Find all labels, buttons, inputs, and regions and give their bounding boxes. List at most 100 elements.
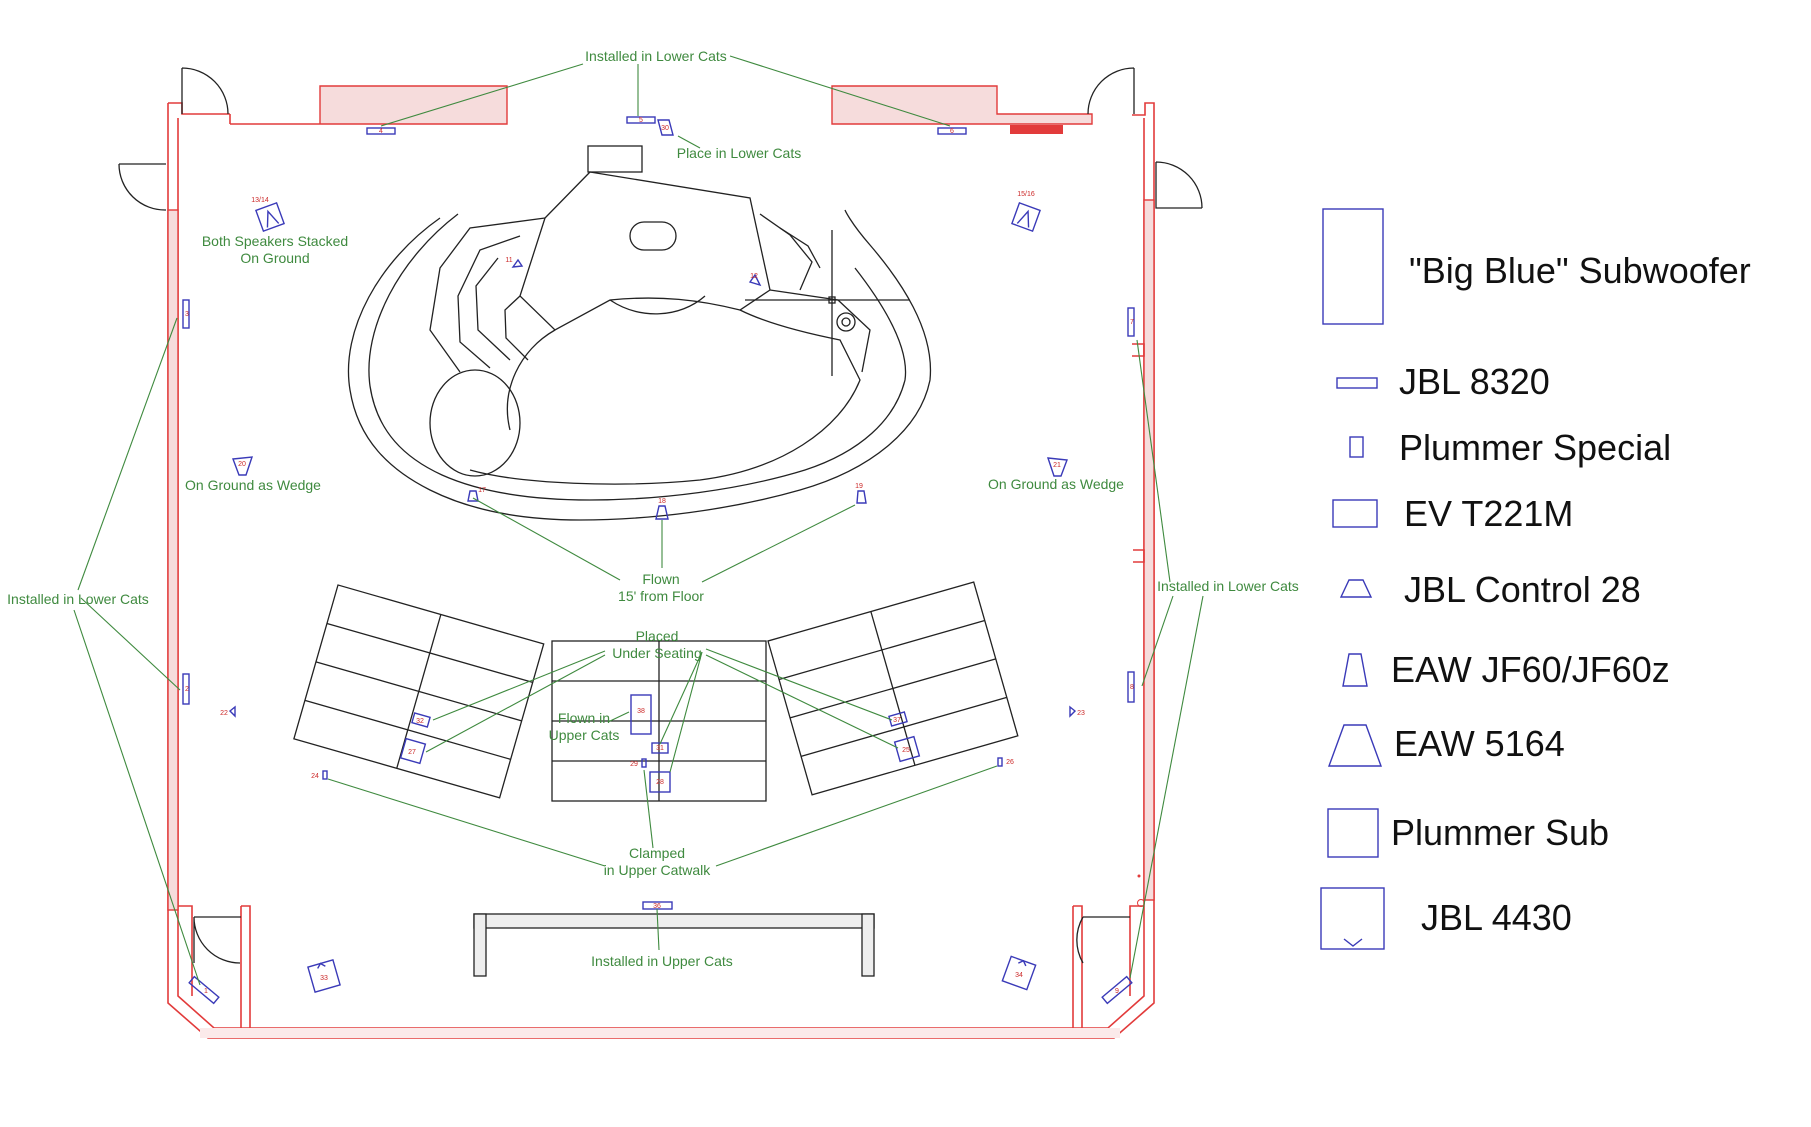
speaker-number-1314: 13/14 [251,197,269,204]
central-rock-set [347,145,932,521]
note-wedge-left: On Ground as Wedge [185,477,321,493]
legend-label: Plummer Sub [1391,812,1609,853]
plummer-special-speaker [322,770,328,780]
legend-item-jbl-8320: JBL 8320 [1336,361,1550,402]
legend-label: Plummer Special [1399,427,1671,468]
note-lower-cats-right: Installed in Lower Cats [1157,578,1299,594]
note-upper-cats: Installed in Upper Cats [591,953,733,969]
speaker-number-37: 37 [893,717,901,724]
jbl-4430-icon [1320,887,1385,950]
speaker-number-25: 25 [902,747,910,754]
speaker-number-33: 33 [320,975,328,982]
jbl-control-28-speaker [232,456,254,476]
legend-label: JBL Control 28 [1404,569,1641,610]
speaker-number-2: 2 [185,686,189,693]
jbl-8320-speaker [626,116,656,124]
big-blue-subwoofer-icon [1322,208,1384,325]
red-marker [1010,125,1063,134]
plummer-special-icon [1349,436,1364,458]
jbl-control-28-speaker [1069,705,1077,718]
legend-label: JBL 8320 [1399,361,1550,402]
plummer-sub-icon [1327,808,1379,858]
speaker-number-26: 26 [1006,759,1014,766]
plummer-special-speaker [182,299,190,329]
plummer-special-speaker [182,673,190,705]
legend-item-jbl-4430: JBL 4430 [1320,887,1572,950]
speaker-number-20: 20 [238,461,246,468]
speaker-number-36: 36 [653,903,661,910]
jbl-control-28-speaker [228,705,236,718]
note-placed-line1: Placed [636,628,679,644]
doors [118,67,1203,964]
speaker-number-29: 29 [630,761,638,768]
legend-item-eaw-5164: EAW 5164 [1327,723,1565,767]
plummer-special-speaker [1127,307,1135,337]
jbl-control-28-speaker [511,258,524,268]
note-wedge-right: On Ground as Wedge [988,476,1124,492]
eaw-jf60-icon [1342,653,1368,687]
speaker-number-32: 32 [416,718,424,725]
speaker-number-18: 18 [658,498,666,505]
jbl-8320-speaker [1101,975,1133,1005]
speaker-number-21: 21 [1053,462,1061,469]
legend-label: EAW JF60/JF60z [1391,649,1670,690]
seating-center [551,640,767,802]
ev-t221m-icon [1332,499,1378,528]
jbl-8320-speaker [188,975,220,1005]
note-placed-line2: Under Seating [612,645,702,661]
speaker-number-22: 22 [220,710,228,717]
eaw-5164-speaker [1011,202,1041,232]
speaker-number-34: 34 [1015,972,1023,979]
note-lower-cats-top: Installed in Lower Cats [585,48,727,64]
plummer-special-speaker [1127,671,1135,703]
eaw-jf60-speaker [856,490,867,504]
speaker-number-1: 1 [204,988,208,995]
big-blue-subwoofer-speaker [630,694,652,735]
speaker-number-38: 38 [637,708,645,715]
legend-item-big-blue-subwoofer: "Big Blue" Subwoofer [1322,208,1751,325]
note-flown-upper-line2: Upper Cats [549,727,620,743]
legend-item-plummer-sub: Plummer Sub [1327,808,1609,858]
speaker-number-8: 8 [1130,684,1134,691]
jbl-8320-speaker [937,127,967,135]
legend-item-eaw-jf60: EAW JF60/JF60z [1342,649,1670,690]
legend-item-jbl-control-28: JBL Control 28 [1339,569,1641,610]
room-walls [167,85,1155,1039]
jbl-control-28-icon [1339,579,1373,598]
seating-left [293,584,545,799]
note-flown-upper-line1: Flown in [558,710,610,726]
note-stacked-line2: On Ground [240,250,309,266]
speakers: 4 5 30 6 13/14 15/16 11 12 3 7 2 8 [182,116,1135,1005]
note-stacked-line1: Both Speakers Stacked [202,233,348,249]
jbl-8320-speaker [366,127,396,135]
speaker-number-12: 12 [750,273,758,280]
bottom-stage [473,913,875,977]
note-clamped-line1: Clamped [629,845,685,861]
legend-item-plummer-special: Plummer Special [1349,427,1671,468]
speaker-number-30: 30 [661,125,669,132]
note-flown-line1: Flown [642,571,679,587]
speaker-number-5: 5 [639,117,643,124]
speaker-number-28: 28 [656,779,664,786]
legend-label: JBL 4430 [1421,897,1572,938]
legend-item-ev-t221m: EV T221M [1332,493,1573,534]
speaker-number-9: 9 [1115,988,1119,995]
jbl-control-28-speaker [748,273,762,287]
plummer-special-speaker [641,758,647,768]
legend-label: EV T221M [1404,493,1573,534]
ev-t221m-speaker [411,712,431,728]
speaker-number-7: 7 [1130,319,1134,326]
plummer-sub-speaker [399,737,427,765]
note-flown-line2: 15' from Floor [618,588,704,604]
speaker-number-1516: 15/16 [1017,191,1035,198]
speaker-number-4: 4 [379,128,383,135]
eaw-jf60-speaker [655,505,669,520]
speaker-number-3: 3 [185,311,189,318]
speaker-number-6: 6 [950,128,954,135]
eaw-5164-speaker [255,202,285,232]
plummer-sub-speaker [893,735,921,763]
speaker-number-17: 17 [478,487,486,494]
jbl-control-28-speaker [657,119,674,136]
plummer-special-speaker [997,757,1003,767]
